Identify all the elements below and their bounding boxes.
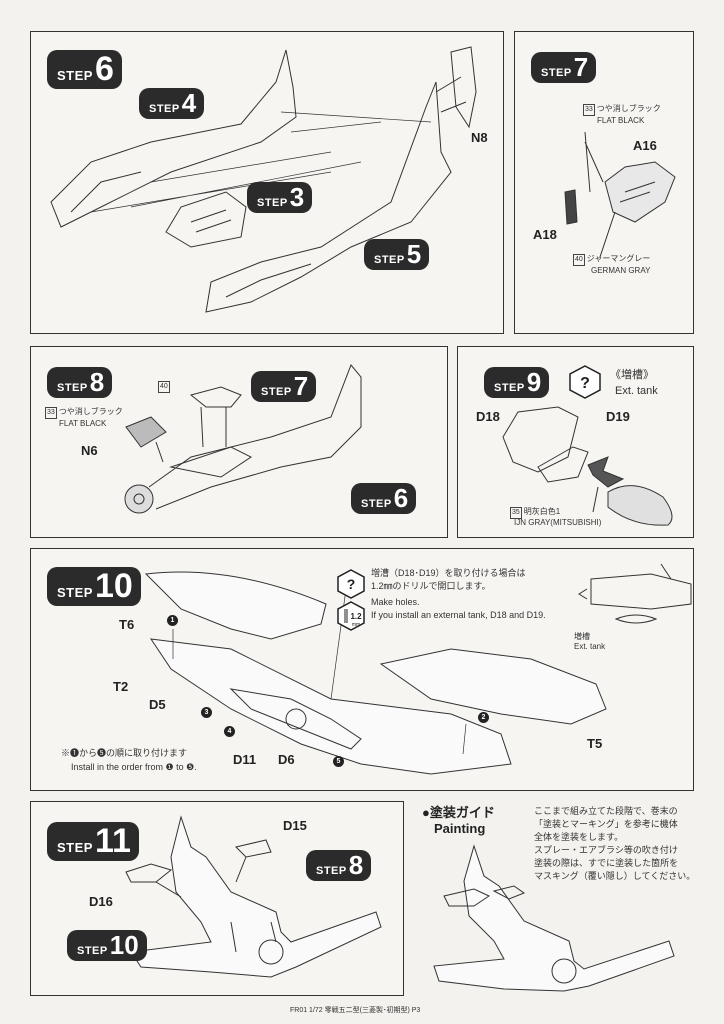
step8-fuselage-drawing <box>124 364 362 514</box>
part-label-t2: T2 <box>113 679 129 694</box>
painting-guide: ●塗装ガイド Painting ここまで組み立てた段階で、巻末の 「塗装とマーキ… <box>414 801 696 996</box>
part-label-t5: T5 <box>587 736 603 751</box>
part-label-d6: D6 <box>278 752 295 767</box>
step10-note-jp-2: 1.2㎜のドリルで開口します。 <box>371 581 491 591</box>
step10-wing-drawing <box>144 563 692 775</box>
step10-note-jp-1: 増漕（D18･D19）を取り付ける場合は <box>371 568 526 578</box>
step11-aircraft-drawing <box>125 815 382 978</box>
painting-line-2: 「塗装とマーキング」を参考に機体 <box>534 819 678 829</box>
svg-text:?: ? <box>580 375 590 392</box>
painting-title-en: Painting <box>434 821 486 836</box>
inset-label-en: Ext. tank <box>574 642 606 651</box>
order-marker-1: 1 <box>167 615 178 626</box>
part-label-a18: A18 <box>533 227 557 242</box>
part-label-d5: D5 <box>149 697 166 712</box>
step9-title-en: Ext. tank <box>615 385 658 397</box>
color-callout-40: 40 <box>158 381 172 393</box>
color-name-flat-black: FLAT BLACK <box>59 419 107 428</box>
step10-order-en: Install in the order from ❶ to ❺. <box>71 762 197 772</box>
order-marker-4: 4 <box>224 726 235 737</box>
painting-line-5: 塗装の際は、すでに塗装した箇所を <box>534 858 679 868</box>
part-label-d18: D18 <box>476 409 500 424</box>
part-label-d19: D19 <box>606 409 630 424</box>
color-name-flat-black: FLAT BLACK <box>597 116 645 125</box>
step9-tank-drawing <box>502 406 673 526</box>
order-marker-3: 3 <box>201 707 212 718</box>
order-marker-2: 2 <box>478 712 489 723</box>
inset-label-jp: 増槽 <box>574 632 590 641</box>
color-name-german-gray: GERMAN GRAY <box>591 266 651 275</box>
step6-fuselage-drawing <box>50 46 477 313</box>
part-label-n8: N8 <box>471 130 488 145</box>
drill-size: 1.2 <box>350 612 362 621</box>
painting-line-6: マスキング（覆い隠し）してください。 <box>534 871 696 881</box>
drill-unit: mm <box>352 622 360 628</box>
step7-seat-drawing <box>564 131 676 258</box>
painting-title-jp: ●塗装ガイド <box>422 805 495 820</box>
drill-hex-icon: 1.2 mm <box>337 601 365 631</box>
step10-note-en-1: Make holes. <box>371 597 420 607</box>
part-label-t6: T6 <box>119 617 135 632</box>
order-marker-5: 5 <box>333 756 344 767</box>
step10-order-jp: ※❶から❺の順に取り付けます <box>61 748 188 758</box>
optional-part-hex-icon: ? <box>337 569 365 599</box>
painting-aircraft-drawing <box>433 844 675 992</box>
step10-note-en-2: If you install an external tank, D18 and… <box>371 610 546 620</box>
step9-title-jp: 《増槽》 <box>610 369 654 381</box>
optional-part-hex-icon: ? <box>569 365 601 399</box>
part-label-a16: A16 <box>633 138 657 153</box>
painting-line-3: 全体を塗装をします。 <box>534 832 624 842</box>
painting-line-1: ここまで組み立てた段階で、巻末の <box>534 806 678 816</box>
part-label-d16: D16 <box>89 894 113 909</box>
page-footer: FR01 1/72 零戦五二型(三菱製･初期型) P3 <box>290 1007 421 1014</box>
part-label-d15: D15 <box>283 818 307 833</box>
svg-text:?: ? <box>347 576 356 592</box>
color-name-ijn-gray: IJN GRAY(MITSUBISHI) <box>514 518 602 527</box>
part-label-d11: D11 <box>233 752 257 767</box>
painting-line-4: スプレー・エアブラシ等の吹き付け <box>534 845 678 855</box>
part-label-n6: N6 <box>81 443 98 458</box>
